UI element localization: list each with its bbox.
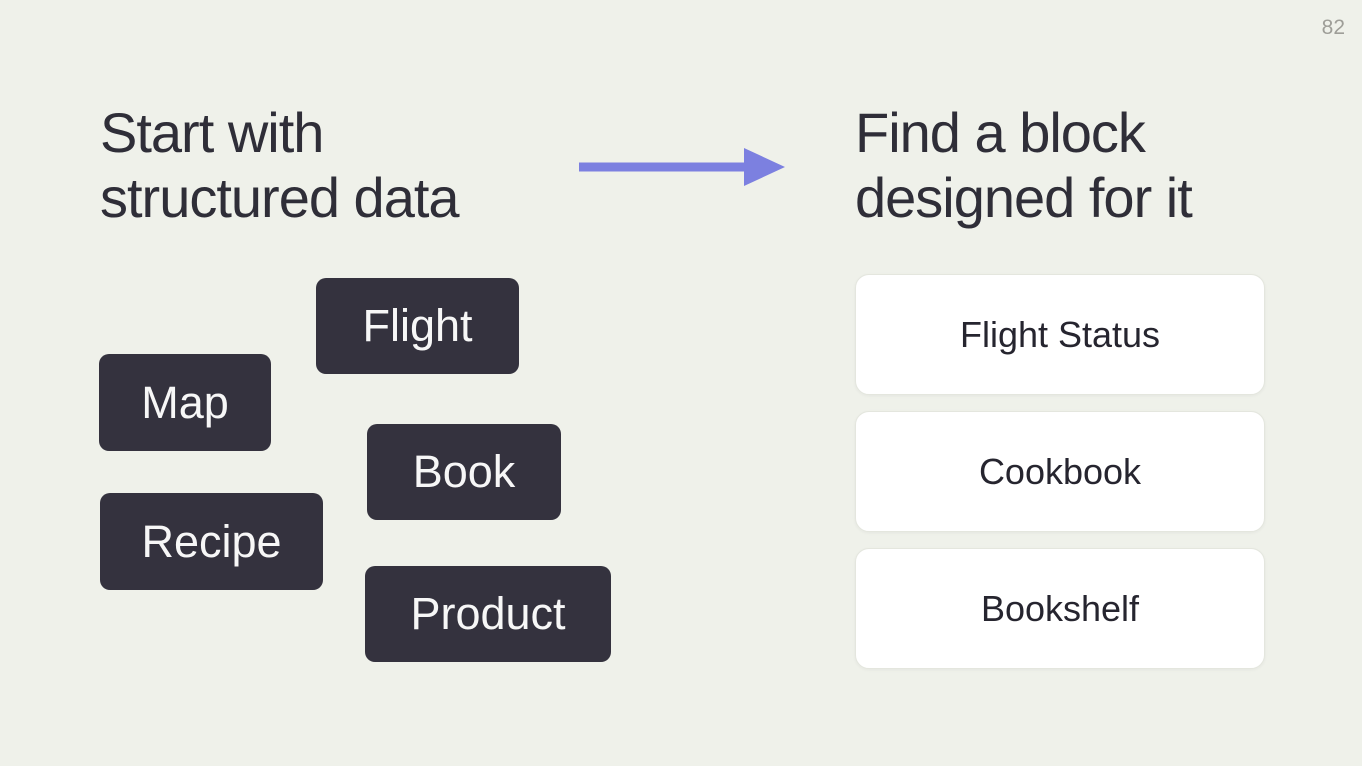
card-flight-status: Flight Status [855,274,1265,395]
left-heading-line2: structured data [100,166,460,229]
left-heading-line1: Start with [100,101,324,164]
chip-recipe: Recipe [100,493,323,590]
card-bookshelf: Bookshelf [855,548,1265,669]
card-cookbook: Cookbook [855,411,1265,532]
chip-product: Product [365,566,611,662]
chip-book: Book [367,424,561,520]
right-arrow-icon [579,148,785,186]
right-heading-line2: designed for it [855,166,1193,229]
chip-map: Map [99,354,271,451]
left-heading: Start with structured data [100,100,460,230]
page-number: 82 [1321,16,1345,39]
right-heading-line1: Find a block [855,101,1146,164]
right-heading: Find a block designed for it [855,100,1193,230]
chip-flight: Flight [316,278,519,374]
